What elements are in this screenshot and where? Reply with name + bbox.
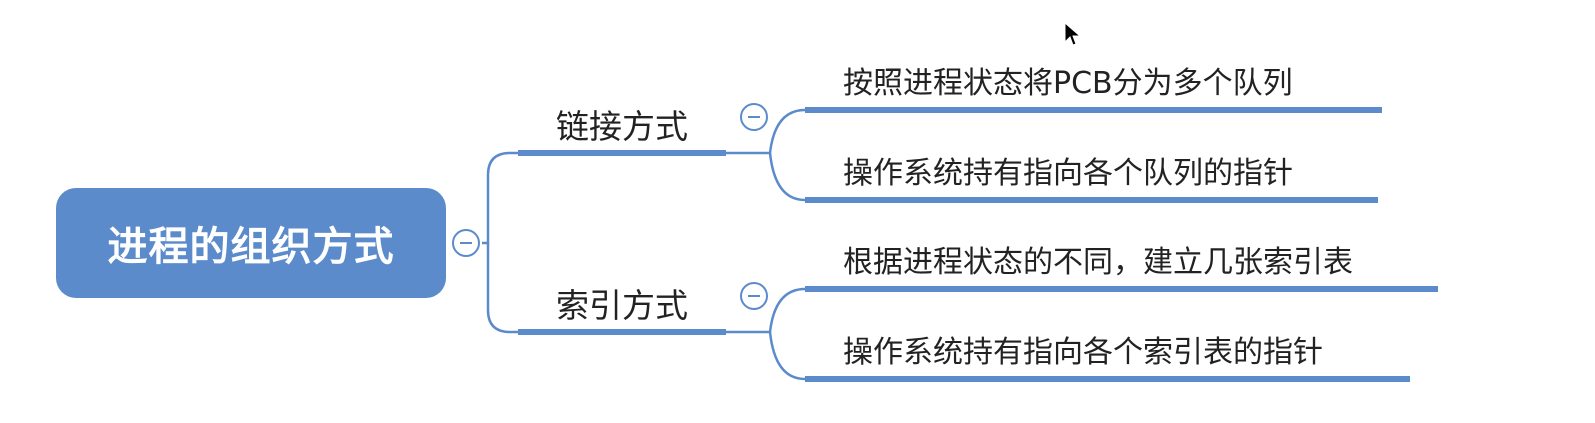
branch-connector-linked-2: [768, 152, 806, 202]
leaf-label-3[interactable]: 根据进程状态的不同，建立几张索引表: [843, 245, 1353, 280]
leaf-label-4[interactable]: 操作系统持有指向各个索引表的指针: [843, 335, 1323, 370]
leaf-label-2[interactable]: 操作系统持有指向各个队列的指针: [843, 156, 1293, 191]
branch-indexed-collapse-icon[interactable]: [740, 282, 768, 310]
mouse-pointer-icon: [1064, 22, 1082, 46]
branch-connector-indexed: [726, 287, 806, 334]
root-collapse-icon[interactable]: [452, 229, 480, 257]
root-connector: [482, 151, 520, 245]
branch-connector-indexed-2: [768, 331, 806, 381]
branch-label-linked[interactable]: 链接方式: [556, 107, 688, 146]
branch-connector-linked: [726, 108, 806, 155]
root-label: 进程的组织方式: [107, 224, 395, 270]
root-node[interactable]: 进程的组织方式: [56, 188, 446, 298]
branch-label-indexed[interactable]: 索引方式: [556, 286, 688, 325]
branch-linked-collapse-icon[interactable]: [740, 103, 768, 131]
root-connector-lower: [486, 243, 520, 334]
leaf-label-1[interactable]: 按照进程状态将PCB分为多个队列: [843, 66, 1293, 101]
